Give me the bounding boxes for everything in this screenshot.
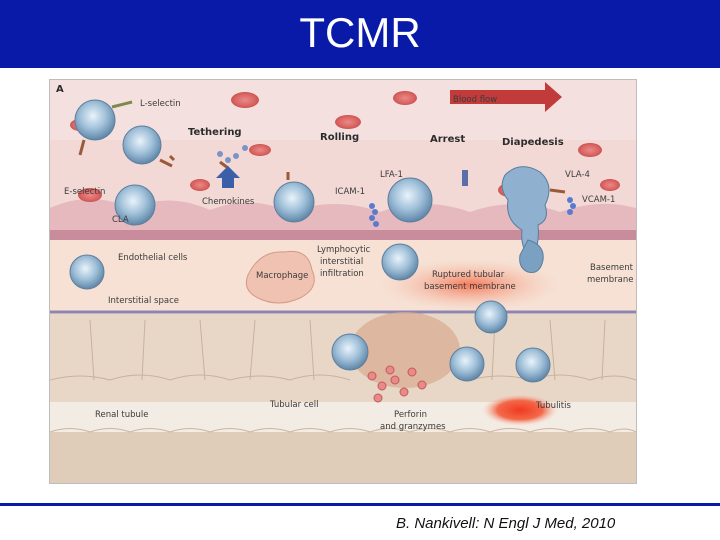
label-lymphocytic-1: Lymphocytic [317,245,371,255]
label-e-selectin: E-selectin [64,187,105,197]
label-tubulitis: Tubulitis [535,401,571,411]
label-tubular-cell: Tubular cell [269,400,318,410]
lymphocyte [123,126,161,164]
label-basement-1: Basement [590,263,634,273]
label-ruptured-2: basement membrane [424,282,516,292]
label-cla: CLA [112,215,129,225]
panel-letter: A [56,84,64,95]
label-blood-flow: Blood flow [453,95,497,105]
label-macrophage: Macrophage [256,271,308,281]
label-vla4: VLA-4 [565,170,590,180]
citation: B. Nankivell: N Engl J Med, 2010 [396,515,615,532]
label-basement-2: membrane [587,275,634,285]
lymphocyte [75,100,115,140]
tcmr-illustration: A L-selectin Blood flow Tethering Rollin… [49,79,637,484]
label-chemokines: Chemokines [202,197,255,207]
label-lymphocytic-3: infiltration [320,269,364,279]
lymphocyte [388,178,432,222]
label-lfa1: LFA-1 [380,170,403,180]
label-ruptured-1: Ruptured tubular [432,270,505,280]
integrin-marker [462,170,468,186]
lymphocyte [332,334,368,370]
label-endothelial-cells: Endothelial cells [118,253,188,263]
label-vcam1: VCAM-1 [582,195,615,205]
label-interstitial-space: Interstitial space [108,296,179,306]
label-perforin-1: Perforin [394,410,427,420]
label-diapedesis: Diapedesis [502,137,564,148]
lymphocyte [70,255,104,289]
label-lymphocytic-2: interstitial [320,257,363,267]
lymphocyte [274,182,314,222]
footer-divider [0,503,720,506]
lymphocyte [382,244,418,280]
label-tethering: Tethering [188,127,242,138]
label-perforin-2: and granzymes [380,422,446,432]
label-l-selectin: L-selectin [140,99,181,109]
slide-title: TCMR [0,6,720,60]
lymphocyte [475,301,507,333]
label-icam1: ICAM-1 [335,187,365,197]
label-rolling: Rolling [320,132,359,143]
lymphocyte [516,348,550,382]
label-renal-tubule: Renal tubule [95,410,149,420]
lymphocyte [450,347,484,381]
label-arrest: Arrest [430,134,465,145]
